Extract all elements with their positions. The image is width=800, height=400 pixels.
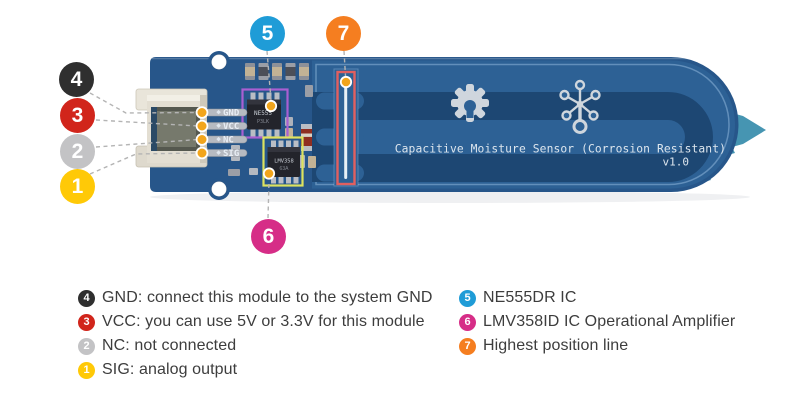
lmv358-highlight-box [262,136,304,187]
diode [301,124,312,151]
pcb-silkscreen-title: Capacitive Moisture Sensor (Corrosion Re… [395,143,726,156]
callout-5: 5 [250,16,285,51]
marker-dots [195,75,353,180]
node-network-icon [559,79,601,134]
sensor-area-outline [315,63,730,186]
sensor-board-image: Capacitive Moisture Sensor (Corrosion Re… [89,50,766,219]
legend-text-vcc: VCC: you can use 5V or 3.3V for this mod… [102,313,425,330]
legend-item-vcc: 3 VCC: you can use 5V or 3.3V for this m… [78,310,448,334]
legend-badge-2: 2 [78,337,95,355]
legend-item-nc: 2 NC: not connected [78,334,448,358]
legend-item-sig: 1 SIG: analog output [78,358,448,382]
callout-7: 7 [326,16,361,51]
svg-text:63A: 63A [280,166,290,172]
board-shadow [150,191,750,203]
pin-label-sig: SIG [223,149,239,159]
legend-item-lmv358: 6 LMV358ID IC Operational Amplifier [459,310,789,334]
callout-2: 2 [60,134,95,169]
highest-position-line [344,78,348,179]
callout-lines [89,50,347,219]
pin-label-gnd: GND [223,109,240,119]
legend-badge-7: 7 [459,337,476,355]
legend-badge-3: 3 [78,313,95,331]
legend-badge-4: 4 [78,289,95,307]
legend-right-column: 5 NE555DR IC 6 LMV358ID IC Operational A… [459,286,789,358]
lmv358-ic: LMV358 63A [267,140,300,184]
mounting-hole-bottom [211,181,227,197]
pin-label-vcc: VCC [223,122,239,132]
pcb-silkscreen-version: v1.0 [663,156,690,169]
legend-text-sig: SIG: analog output [102,361,238,378]
legend-badge-5: 5 [459,289,476,307]
legend-left-column: 4 GND: connect this module to the system… [78,286,448,382]
legend-item-position-line: 7 Highest position line [459,334,789,358]
legend-item-ne555: 5 NE555DR IC [459,286,789,310]
svg-text:LMV358: LMV358 [274,159,293,165]
mounting-hole-top [211,54,227,70]
capacitive-trace [356,92,713,182]
position-line-highlight-box [336,70,356,186]
callout-3: 3 [60,98,95,133]
legend-text-nc: NC: not connected [102,337,237,354]
gear-icon [451,84,489,122]
svg-text:NE555: NE555 [254,110,272,117]
svg-text:P3LK: P3LK [257,119,269,125]
legend-text-ne555: NE555DR IC [483,289,577,306]
legend-badge-6: 6 [459,313,476,331]
legend-text-gnd: GND: connect this module to the system G… [102,289,433,306]
callout-4: 4 [59,62,94,97]
callout-6: 6 [251,219,286,254]
legend-item-gnd: 4 GND: connect this module to the system… [78,286,448,310]
callout-1: 1 [60,169,95,204]
pin-label-nc: NC [223,136,234,146]
legend-text-lmv358: LMV358ID IC Operational Amplifier [483,313,736,330]
legend-badge-1: 1 [78,361,95,379]
legend-text-position-line: Highest position line [483,337,629,354]
